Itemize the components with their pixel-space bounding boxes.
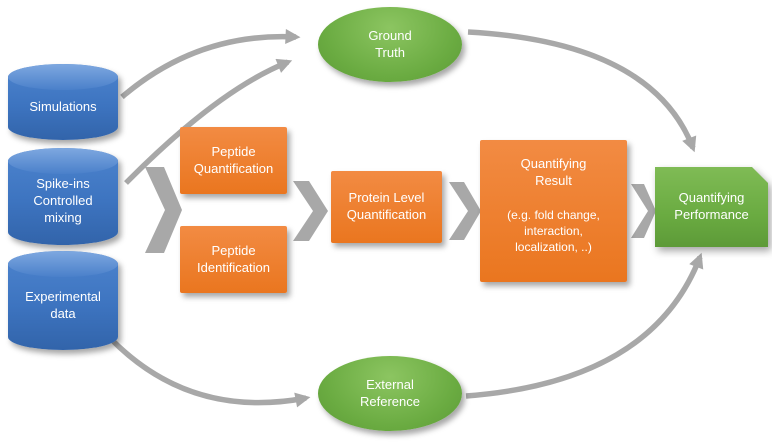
block-arrow-result-to-performance bbox=[631, 184, 656, 238]
node-ground-truth-label: Ground Truth bbox=[368, 27, 412, 60]
node-peptide-identification: Peptide Identification bbox=[180, 226, 287, 293]
node-spike-ins-label: Spike-ins Controlled mixing bbox=[33, 176, 93, 225]
node-peptide-quantification-label: Peptide Quantification bbox=[193, 143, 274, 176]
node-quantifying-performance-shape: Quantifying Performance bbox=[655, 167, 768, 247]
block-arrow-inputs-to-peptide bbox=[145, 167, 182, 253]
node-external-reference-label: External Reference bbox=[360, 376, 420, 409]
node-ground-truth: Ground Truth bbox=[318, 7, 462, 82]
arrow-ground-truth-to-performance bbox=[467, 29, 697, 153]
node-simulations-label: Simulations bbox=[29, 98, 97, 114]
node-experimental-data: Experimental data bbox=[8, 251, 118, 350]
node-quantifying-performance: Quantifying Performance bbox=[655, 167, 768, 247]
node-quantifying-performance-label: Quantifying Performance bbox=[674, 190, 749, 222]
arrow-experimental-to-external-reference bbox=[108, 336, 311, 408]
arrow-simulations-to-ground-truth bbox=[120, 28, 301, 100]
node-peptide-identification-label: Peptide Identification bbox=[197, 242, 270, 275]
node-spike-ins: Spike-ins Controlled mixing bbox=[8, 148, 118, 245]
block-arrow-protein-to-result bbox=[449, 182, 481, 240]
node-quantifying-result-title: Quantifying Result bbox=[520, 156, 587, 188]
node-experimental-data-label: Experimental data bbox=[25, 288, 101, 321]
node-peptide-quantification: Peptide Quantification bbox=[180, 127, 287, 194]
block-arrow-peptide-to-protein bbox=[293, 181, 328, 241]
node-quantifying-result-examples: (e.g. fold change, interaction, localiza… bbox=[507, 207, 600, 255]
node-simulations: Simulations bbox=[8, 64, 118, 140]
node-protein-level-quantification-label: Protein Level Quantification bbox=[346, 190, 427, 222]
node-external-reference: External Reference bbox=[318, 356, 462, 431]
node-protein-level-quantification: Protein Level Quantification bbox=[331, 171, 442, 243]
node-quantifying-result: Quantifying Result (e.g. fold change, in… bbox=[480, 140, 627, 282]
